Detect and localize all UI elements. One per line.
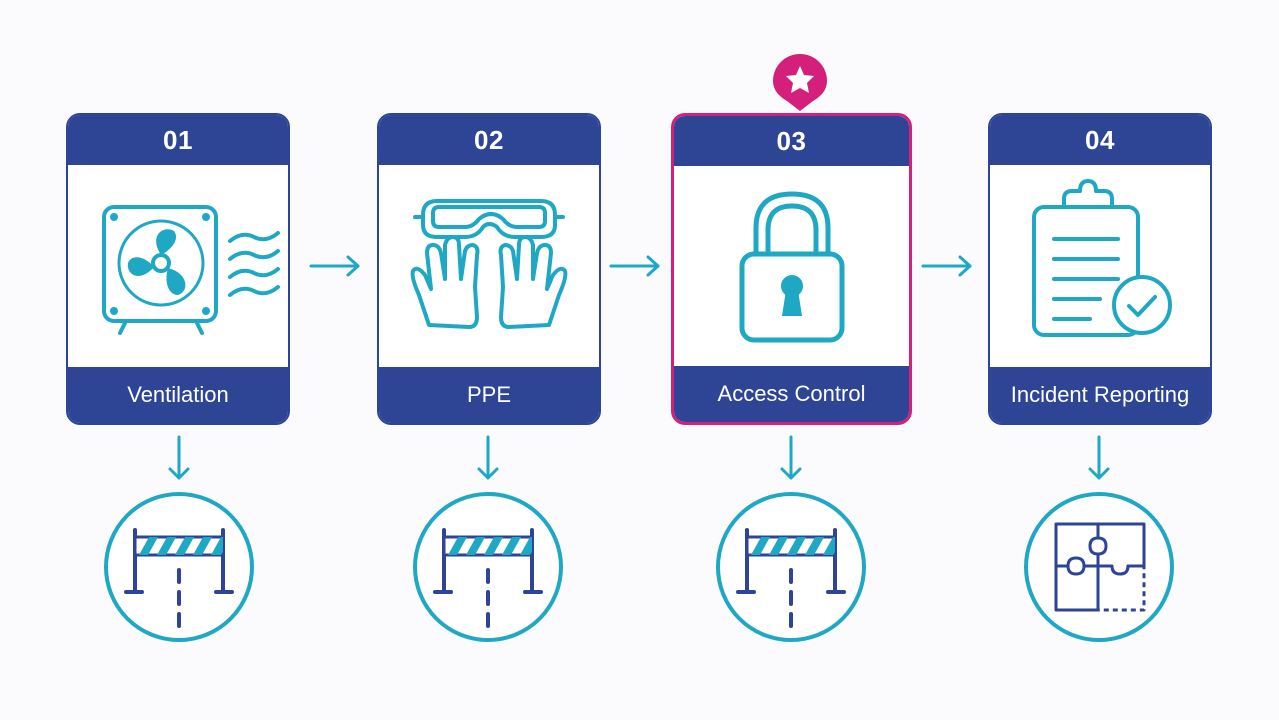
goggles-gloves-icon: [410, 199, 568, 329]
barrier-icon: [104, 492, 254, 642]
barrier-icon: [413, 492, 563, 642]
barrier-icon: [716, 492, 866, 642]
step-number: 04: [990, 115, 1210, 165]
flow-arrow-icon: [309, 255, 360, 277]
step-label: PPE: [379, 367, 599, 423]
step-card-01[interactable]: 01 Ventilation: [66, 113, 290, 425]
puzzle-icon: [1024, 492, 1174, 642]
padlock-icon: [739, 191, 845, 343]
step-label: Ventilation: [68, 367, 288, 423]
step-label: Access Control: [674, 366, 909, 422]
clipboard-check-icon: [1032, 179, 1172, 337]
step-card-03[interactable]: 03 Access Control: [671, 113, 912, 425]
step-number: 03: [674, 116, 909, 166]
down-arrow-icon: [780, 435, 802, 480]
step-card-02[interactable]: 02 PPE: [377, 113, 601, 425]
step-number: 02: [379, 115, 599, 165]
flow-arrow-icon: [609, 255, 660, 277]
down-arrow-icon: [1088, 435, 1110, 480]
step-label: Incident Reporting: [990, 367, 1210, 423]
ventilation-fan-icon: [102, 205, 280, 335]
down-arrow-icon: [168, 435, 190, 480]
step-card-04[interactable]: 04 Incident Reporting: [988, 113, 1212, 425]
star-marker-icon: [773, 54, 827, 111]
flow-arrow-icon: [921, 255, 972, 277]
down-arrow-icon: [477, 435, 499, 480]
step-number: 01: [68, 115, 288, 165]
